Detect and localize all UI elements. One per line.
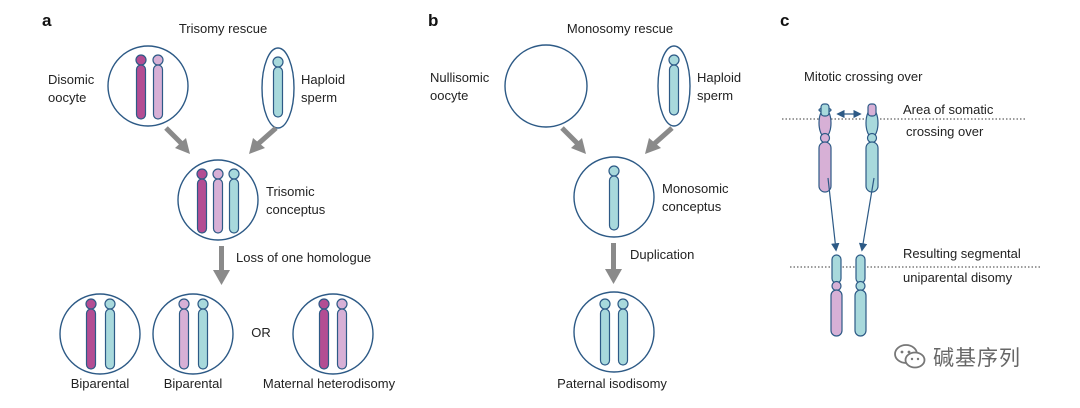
chromatid-paternal-upper bbox=[865, 103, 879, 193]
wechat-icon bbox=[894, 344, 926, 369]
chromosome-paternal bbox=[272, 56, 284, 118]
sperm-label-b-1: Haploid bbox=[697, 70, 741, 85]
nullisomic-oocyte bbox=[504, 44, 588, 128]
panel-c-letter: c bbox=[780, 11, 789, 30]
panel-b-title: Monosomy rescue bbox=[567, 21, 673, 36]
arrow-sperm-to-conceptus-a bbox=[249, 126, 278, 154]
haploid-sperm-b bbox=[657, 45, 691, 127]
outcome-maternal-heterodisomy bbox=[292, 293, 374, 375]
arrow-oocyte-to-conceptus-b bbox=[560, 126, 586, 154]
step-label-b: Duplication bbox=[630, 247, 694, 262]
chromosome-paternal bbox=[608, 165, 620, 231]
oocyte-label-b-2: oocyte bbox=[430, 88, 468, 103]
outcome-biparental-1 bbox=[59, 293, 141, 375]
or-label: OR bbox=[251, 325, 271, 340]
panel-c-title: Mitotic crossing over bbox=[804, 69, 923, 84]
sperm-label-a-1: Haploid bbox=[301, 72, 345, 87]
chromosome-maternal-light bbox=[212, 168, 224, 234]
oocyte-label-a-1: Disomic bbox=[48, 72, 95, 87]
chromosome-maternal-dark bbox=[196, 168, 208, 234]
haploid-sperm-a bbox=[261, 47, 295, 129]
arrow-loss-of-homologue bbox=[213, 246, 230, 285]
trisomic-conceptus bbox=[177, 159, 259, 241]
arrow-oocyte-to-conceptus-a bbox=[164, 126, 190, 154]
outcome-3-label: Maternal heterodisomy bbox=[263, 376, 396, 391]
chromosome-maternal-dark bbox=[135, 54, 147, 120]
watermark-text: 碱基序列 bbox=[933, 346, 1021, 370]
result-label-2: uniparental disomy bbox=[903, 270, 1013, 285]
oocyte-label-a-2: oocyte bbox=[48, 90, 86, 105]
sperm-label-b-2: sperm bbox=[697, 88, 733, 103]
arrow-sperm-to-conceptus-b bbox=[645, 126, 674, 154]
outcome-2-label: Biparental bbox=[164, 376, 223, 391]
segregation-arrow-left bbox=[827, 177, 840, 252]
arrow-duplication bbox=[605, 243, 622, 284]
oocyte-label-b-1: Nullisomic bbox=[430, 70, 490, 85]
outcome-paternal-isodisomy bbox=[573, 291, 655, 373]
chromosome-paternal bbox=[228, 168, 240, 234]
outcome-b-label: Paternal isodisomy bbox=[557, 376, 667, 391]
disomic-oocyte bbox=[107, 45, 189, 127]
chromosome-paternal bbox=[668, 54, 680, 116]
conceptus-label-a-1: Trisomic bbox=[266, 184, 315, 199]
panel-c: c Mitotic crossing over Area of somatic … bbox=[780, 11, 1040, 337]
sperm-label-a-2: sperm bbox=[301, 90, 337, 105]
conceptus-label-b-1: Monosomic bbox=[662, 181, 729, 196]
segregation-arrow-right bbox=[858, 177, 875, 252]
daughter-chromosome-right bbox=[854, 254, 867, 337]
outcome-biparental-2 bbox=[152, 293, 234, 375]
area-label-2: crossing over bbox=[906, 124, 984, 139]
conceptus-label-b-2: conceptus bbox=[662, 199, 722, 214]
panel-a-title: Trisomy rescue bbox=[179, 21, 267, 36]
watermark: 碱基序列 bbox=[893, 342, 1021, 372]
chromatid-maternal-upper bbox=[818, 103, 832, 193]
panel-a-letter: a bbox=[42, 11, 52, 30]
daughter-chromosome-left bbox=[830, 254, 843, 337]
monosomic-conceptus bbox=[573, 156, 655, 238]
area-label-1: Area of somatic bbox=[903, 102, 994, 117]
chromosome-maternal-light bbox=[152, 54, 164, 120]
result-label-1: Resulting segmental bbox=[903, 246, 1021, 261]
panel-b-letter: b bbox=[428, 11, 438, 30]
outcome-1-label: Biparental bbox=[71, 376, 130, 391]
panel-a: a Trisomy rescue Disomic oocyte Haploid bbox=[42, 11, 396, 391]
step-label-a: Loss of one homologue bbox=[236, 250, 371, 265]
panel-b: b Monosomy rescue Nullisomic oocyte Hapl… bbox=[428, 11, 741, 391]
conceptus-label-a-2: conceptus bbox=[266, 202, 326, 217]
